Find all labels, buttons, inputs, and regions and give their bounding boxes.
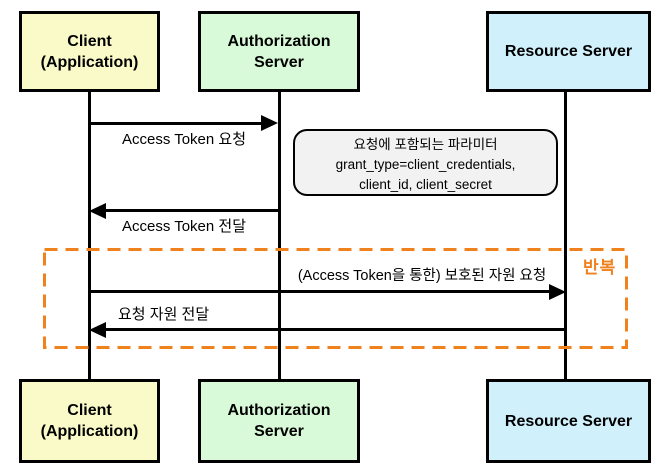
arrowhead-right-icon <box>549 283 566 300</box>
actor-resource-server-label: Resource Server <box>504 43 633 60</box>
actor-authorization-server-bottom: Authorization Server <box>198 379 360 463</box>
message-line-resource-delivery <box>104 328 566 331</box>
message-label-protected-resource-request: (Access Token을 통한) 보호된 자원 요청 <box>297 268 547 284</box>
lifeline-client <box>88 92 91 379</box>
loop-frame-border <box>43 248 628 349</box>
message-label-access-token-delivery: Access Token 전달 <box>121 218 247 235</box>
note-line3: client_id, client_secret <box>359 177 492 192</box>
message-label-resource-delivery: 요청 자원 전달 <box>118 306 210 323</box>
message-line-protected-resource-request <box>90 290 551 293</box>
actor-resource-server-bottom: Resource Server <box>486 379 651 463</box>
arrowhead-left-icon <box>89 202 106 219</box>
actor-client-top: Client (Application) <box>19 11 160 92</box>
actor-authorization-server-label: Authorization Server <box>227 402 331 440</box>
note-line2: grant_type=client_credentials, <box>335 157 516 172</box>
message-line-access-token-delivery <box>104 209 280 212</box>
actor-resource-server-label: Resource Server <box>504 412 633 430</box>
actor-client-bottom: Client (Application) <box>19 379 160 463</box>
arrowhead-left-icon <box>89 321 106 338</box>
message-label-access-token-request: Access Token 요청 <box>121 131 247 148</box>
actor-client-label-line1: Client <box>67 402 112 419</box>
message-line-access-token-request <box>90 121 264 125</box>
lifeline-resource-server <box>564 92 567 379</box>
loop-frame <box>43 248 628 349</box>
note-request-parameters: 요청에 포함되는 파라미터 grant_type=client_credenti… <box>293 129 558 196</box>
actor-client-label-line2: (Application) <box>40 423 139 440</box>
actor-client-label-line2: (Application) <box>40 53 139 71</box>
actor-client-label-line1: Client <box>67 32 112 50</box>
lifeline-authorization-server <box>278 92 281 379</box>
actor-resource-server-top: Resource Server <box>486 11 651 92</box>
actor-authorization-server-top: Authorization Server <box>198 11 360 92</box>
actor-authorization-server-label: Authorization Server <box>227 32 331 71</box>
arrowhead-right-icon <box>261 115 278 131</box>
note-line1: 요청에 포함되는 파라미터 <box>353 137 498 152</box>
loop-label: 반복 <box>583 258 617 277</box>
